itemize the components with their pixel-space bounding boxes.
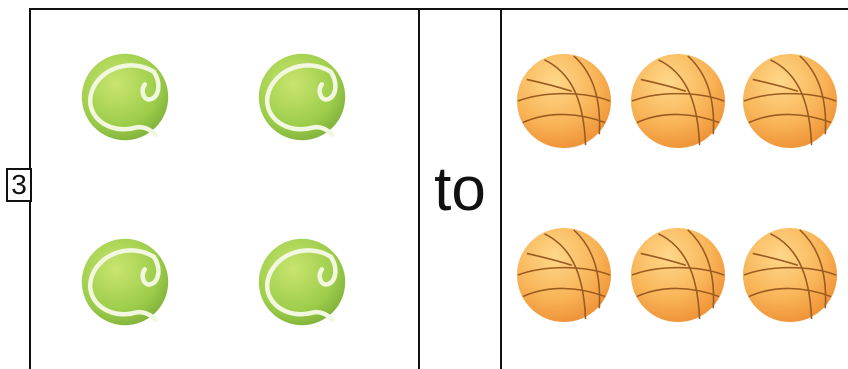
basketball-icon [515,226,613,324]
problem-number: 3 [6,168,32,202]
basketball-icon [741,52,839,150]
tennis-ball-icon [257,237,347,327]
basketball-icon [515,52,613,150]
tennis-ball-icon [80,237,170,327]
basketball-icon [741,226,839,324]
basketball-icon [629,226,727,324]
tennis-ball-icon [80,52,170,142]
tennis-ball-icon [257,52,347,142]
top-border [29,8,848,10]
connector-word: to [420,150,500,230]
connector-right-border [500,8,502,369]
basketball-icon [629,52,727,150]
